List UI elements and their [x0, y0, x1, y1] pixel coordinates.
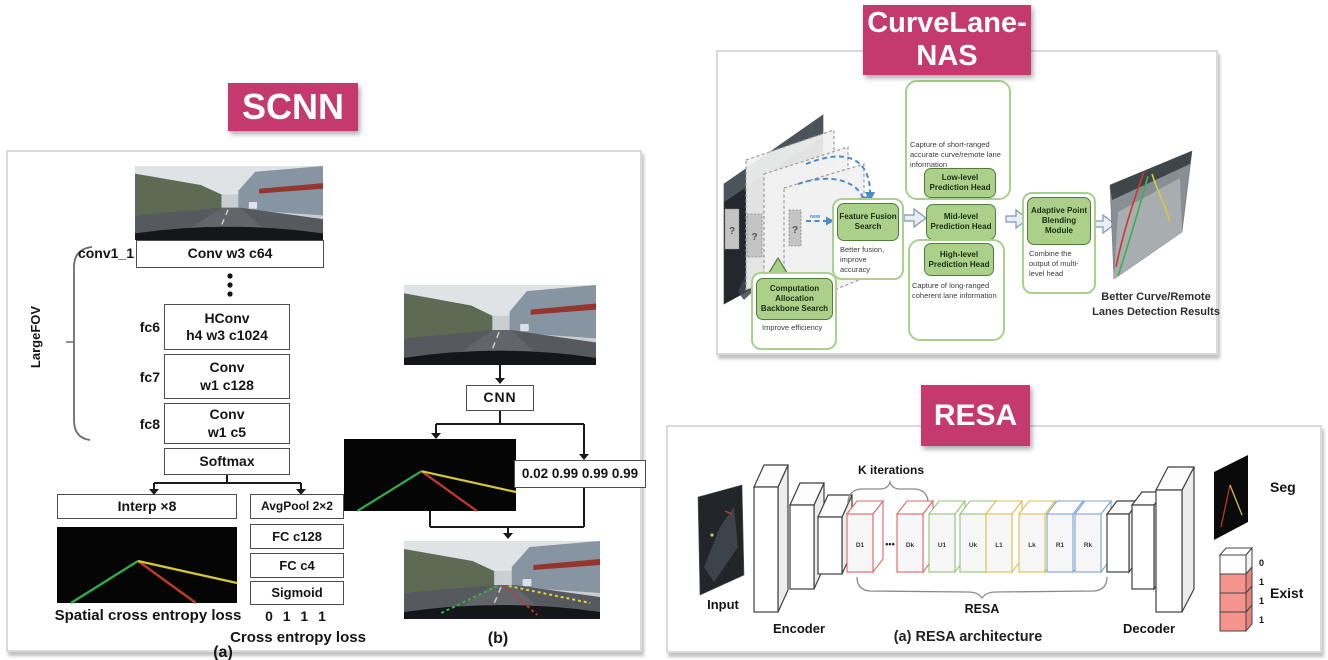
fc8-box-line2: w1 c5 — [207, 423, 247, 440]
new-label: new — [810, 214, 821, 220]
input-label: Input — [707, 597, 739, 612]
resa-title-badge: RESA — [921, 385, 1030, 446]
slab-l1 — [984, 499, 1024, 574]
exist-bit-3: 1 — [1259, 615, 1264, 625]
spatial-loss-label: Spatial cross entropy loss — [54, 607, 242, 624]
fc6-layer-label: fc6 — [139, 319, 160, 335]
fc7-box-line2: w1 c128 — [200, 376, 254, 393]
avgpool-box: AvgPool 2×2 — [250, 494, 344, 519]
curvelane-title-badge: CurveLane- NAS — [863, 5, 1031, 75]
vertical-ellipsis — [227, 273, 233, 297]
largefov-label: LargeFOV — [28, 305, 43, 369]
exist-vector-stack — [1218, 546, 1254, 633]
slab-label-uk: Uk — [969, 542, 978, 549]
mid-level-head-box: Mid-level Prediction Head — [926, 204, 996, 240]
curvelane-title-line2: NAS — [916, 40, 978, 72]
slab-label-dk: Dk — [906, 542, 915, 549]
resa-module-label: RESA — [964, 602, 1000, 616]
softmax-box: Softmax — [164, 448, 290, 475]
curvelane-result-image — [1109, 150, 1193, 280]
feature-fusion-dashed-arrows — [797, 155, 871, 222]
cnn-box: CNN — [466, 385, 534, 411]
resa-caption: (a) RESA architecture — [893, 629, 1043, 645]
exist-bit-1: 1 — [1259, 577, 1264, 587]
fc6-box-line1: HConv — [204, 309, 250, 326]
slab-dk — [895, 499, 935, 574]
scnn-diagram-graphics — [55, 165, 601, 620]
slab-rk — [1073, 499, 1113, 574]
sigmoid-box: Sigmoid — [250, 581, 344, 605]
decoder-label: Decoder — [1122, 621, 1176, 636]
feature-fusion-search-box: Feature Fusion Search — [837, 203, 899, 241]
k-iterations-bracket — [847, 479, 929, 504]
cross-entropy-loss-label: Cross entropy loss — [230, 629, 366, 646]
exist-bit-0: 0 — [1259, 558, 1264, 568]
fusion-note: Better fusion, improve accuracy — [840, 245, 885, 274]
exist-bit-2: 1 — [1259, 596, 1264, 606]
fc8-box-line1: Conv — [209, 406, 245, 423]
interp-box: Interp ×8 — [57, 494, 237, 519]
fc128-box: FC c128 — [250, 524, 344, 549]
curvelane-panel: ? ? ? new — [716, 50, 1220, 355]
slab-ellipsis: ••• — [885, 539, 894, 549]
resa-slabs: D1 ••• Dk U1 Uk — [845, 499, 1113, 574]
seg-label: Seg — [1270, 479, 1296, 495]
fc7-box: Conv w1 c128 — [164, 354, 290, 399]
scnn-flow-arrows — [149, 365, 589, 539]
fc8-layer-label: fc8 — [139, 416, 160, 432]
input-road-image-b — [403, 284, 597, 366]
seg-output-image — [1214, 455, 1248, 540]
resa-diagram-graphics: D1 ••• Dk U1 Uk — [697, 455, 1264, 633]
input-road-image-a — [134, 165, 324, 241]
slab-label-rk: Rk — [1084, 542, 1093, 549]
slab-label-d1: D1 — [856, 542, 865, 549]
adaptive-blending-box: Adaptive Point Blending Module — [1027, 197, 1091, 245]
largefov-bracket — [73, 246, 93, 441]
fc8-box: Conv w1 c5 — [164, 403, 290, 444]
slab-label-r1: R1 — [1056, 542, 1065, 549]
curvelane-title-line1: CurveLane- — [867, 7, 1027, 39]
resa-panel: D1 ••• Dk U1 Uk — [666, 425, 1322, 653]
low-level-head-box: Low-level Prediction Head — [924, 168, 996, 198]
decoder-blocks — [1105, 466, 1195, 613]
low-level-note: Capture of short-ranged accurate curve/r… — [910, 140, 1001, 169]
question-mark-2: ? — [751, 232, 757, 243]
scnn-panel: conv1_1 Conv w3 c64 fc6 HConv h4 w3 c102… — [6, 150, 646, 660]
fc7-layer-label: fc7 — [139, 369, 160, 385]
fc6-box: HConv h4 w3 c1024 — [164, 304, 290, 350]
resa-brace — [856, 576, 1108, 600]
fc4-box: FC c4 — [250, 553, 344, 578]
encoder-blocks — [753, 464, 853, 613]
fc7-box-line1: Conv — [209, 359, 245, 376]
computation-backbone-search-box: Computation Allocation Backbone Search — [756, 278, 833, 320]
exist-bit-values: 0 1 1 1 — [1259, 558, 1264, 625]
question-mark-1: ? — [729, 226, 735, 237]
result-road-image-b — [403, 540, 601, 620]
result-note: Better Curve/Remote Lanes Detection Resu… — [1092, 291, 1220, 318]
slab-label-lk: Lk — [1028, 542, 1036, 549]
k-iterations-label: K iterations — [857, 463, 924, 477]
slab-label-l1: L1 — [995, 542, 1003, 549]
backbone-candidate-strips: ? ? ? — [724, 208, 802, 258]
conv1-box: Conv w3 c64 — [136, 240, 324, 268]
high-level-note: Capture of long-ranged coherent lane inf… — [912, 281, 997, 300]
resa-input-image — [697, 484, 745, 596]
encoder-label: Encoder — [772, 621, 825, 636]
scnn-title-badge: SCNN — [228, 83, 358, 131]
caption-a: (a) — [213, 644, 233, 660]
blending-note: Combine the output of multi-level head — [1029, 249, 1079, 278]
probability-map-image-b — [342, 437, 518, 513]
spatial-loss-map-image — [55, 525, 239, 605]
caption-b: (b) — [487, 630, 509, 647]
high-level-head-box: High-level Prediction Head — [924, 243, 994, 276]
existence-bits-label: 0 1 1 1 — [265, 608, 329, 624]
slab-label-u1: U1 — [938, 542, 947, 549]
slab-d1 — [845, 499, 885, 574]
conv1-layer-label: conv1_1 — [77, 245, 134, 261]
fc6-box-line2: h4 w3 c1024 — [186, 327, 268, 343]
computation-note: Improve efficiency — [762, 323, 823, 332]
probabilities-box: 0.02 0.99 0.99 0.99 — [514, 460, 646, 488]
exist-label: Exist — [1270, 585, 1304, 601]
question-mark-3: ? — [792, 225, 798, 236]
